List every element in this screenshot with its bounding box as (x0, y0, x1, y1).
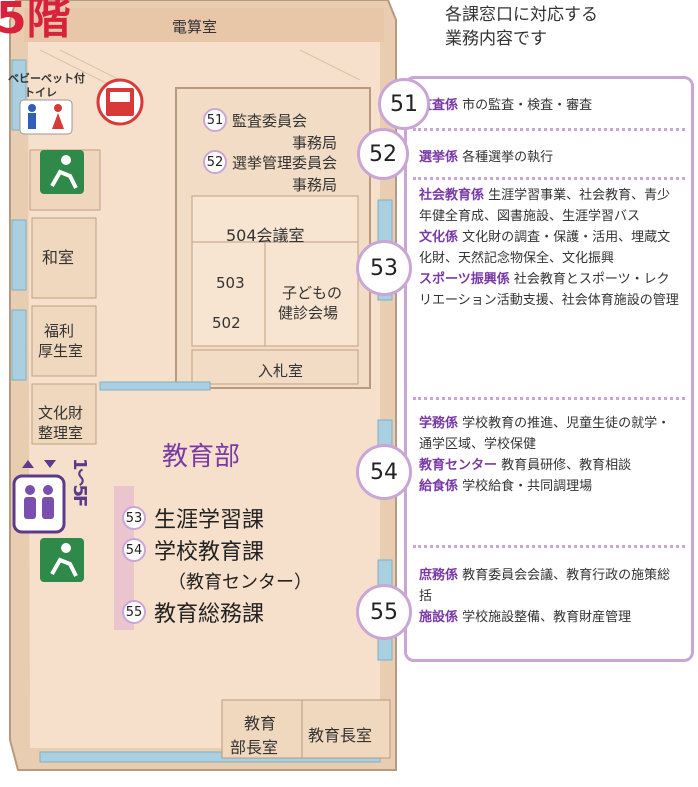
legend-section-55: 庶務係 教育委員会会議、教育行政の施策総括 施設係 学校施設整備、教育財産管理 (419, 568, 671, 625)
toilet-label-line2: トイレ (24, 86, 57, 99)
legend-divider (413, 397, 685, 400)
kyoikubu-label: 教育部 (162, 442, 241, 472)
kacho-room (221, 699, 303, 759)
nyusatsu-room (191, 349, 359, 385)
legend-divider (413, 177, 685, 180)
washitsu-label: 和室 (42, 248, 75, 267)
window-mid (99, 381, 211, 391)
toilet-label-line1: ベビーベット付 (8, 72, 85, 85)
fukuri-label-line2: 厚生室 (38, 342, 84, 360)
legend-number-54: 54 (356, 444, 412, 500)
legend-section-52: 選挙係 各種選挙の執行 (419, 150, 554, 165)
inner-rooms (191, 195, 359, 347)
window-left-3 (11, 309, 27, 381)
exit-icon-bottom (40, 538, 84, 582)
elevator-icon (12, 460, 66, 534)
exit-icon-top (40, 150, 84, 194)
legend-number-52: 52 (357, 128, 409, 180)
legend-panel: 監査係 市の監査・検査・審査 選挙係 各種選挙の執行 社会教育係 生涯学習事業、… (404, 76, 694, 662)
room-503-label: 503 (216, 274, 245, 292)
legend-divider (413, 545, 685, 548)
bunkazai-room (31, 383, 97, 445)
kodomo-label-line1: 子どもの (282, 284, 343, 302)
dept-name-53: 生涯学習課 (154, 508, 265, 533)
caption-line2: 業務内容です (445, 29, 547, 49)
dept-name-54: 学校教育課 (154, 540, 265, 565)
washitsu-room (31, 217, 97, 299)
bunkazai-label-line1: 文化財 (38, 404, 84, 422)
kaigi504-label: 504会議室 (226, 226, 305, 245)
room-number-52: 52 (203, 150, 227, 174)
nyusatsu-label: 入札室 (258, 362, 304, 380)
legend-section-51: 監査係 市の監査・検査・審査 (419, 98, 593, 113)
fukuri-room (31, 305, 97, 377)
elevator-floors-label: 1〜5F (69, 458, 90, 506)
kodomo-label-line2: 健診会場 (278, 304, 339, 322)
senkyo-label-line1: 選挙管理委員会 (232, 154, 338, 172)
toilet-icon (19, 99, 73, 135)
senkyo-label-line2: 事務局 (292, 176, 338, 194)
room-number-51: 51 (203, 108, 227, 132)
kyoikucho-room (301, 699, 391, 759)
dept-number-54: 54 (122, 538, 146, 562)
kacho-label-line1: 教育 (244, 714, 277, 733)
legend-number-53: 53 (356, 240, 412, 296)
floor-title: 5階 (0, 0, 71, 44)
dept-sub-54: （教育センター） (168, 572, 312, 593)
legend-divider (413, 128, 685, 131)
floor-map (9, 0, 397, 771)
bunkazai-label-line2: 整理室 (38, 424, 84, 442)
legend-number-55: 55 (356, 584, 412, 640)
densan-label: 電算室 (172, 18, 218, 36)
kyoikucho-label: 教育長室 (308, 726, 373, 745)
dept-name-55: 教育総務課 (154, 602, 265, 627)
dept-number-55: 55 (122, 600, 146, 624)
legend-number-51: 51 (378, 78, 430, 130)
kansa-label-line2: 事務局 (292, 134, 338, 152)
caption-line1: 各課窓口に対応する (445, 5, 598, 25)
room-502-label: 502 (212, 314, 241, 332)
legend-section-53: 社会教育係 生涯学習事業、社会教育、青少年健全育成、図書施設、生涯学習バス 文化… (419, 188, 679, 308)
legend-section-54: 学務係 学校教育の推進、児童生徒の就学・通学区域、学校保健 教育センター 教育員… (419, 416, 671, 494)
dept-number-53: 53 (122, 506, 146, 530)
kansa-label-line1: 監査委員会 (232, 112, 308, 130)
kacho-label-line2: 部長室 (230, 738, 279, 757)
top-band (24, 8, 384, 42)
fukuri-label-line1: 福利 (44, 322, 75, 340)
vending-machine-icon (96, 78, 144, 126)
window-left-2 (11, 219, 27, 291)
